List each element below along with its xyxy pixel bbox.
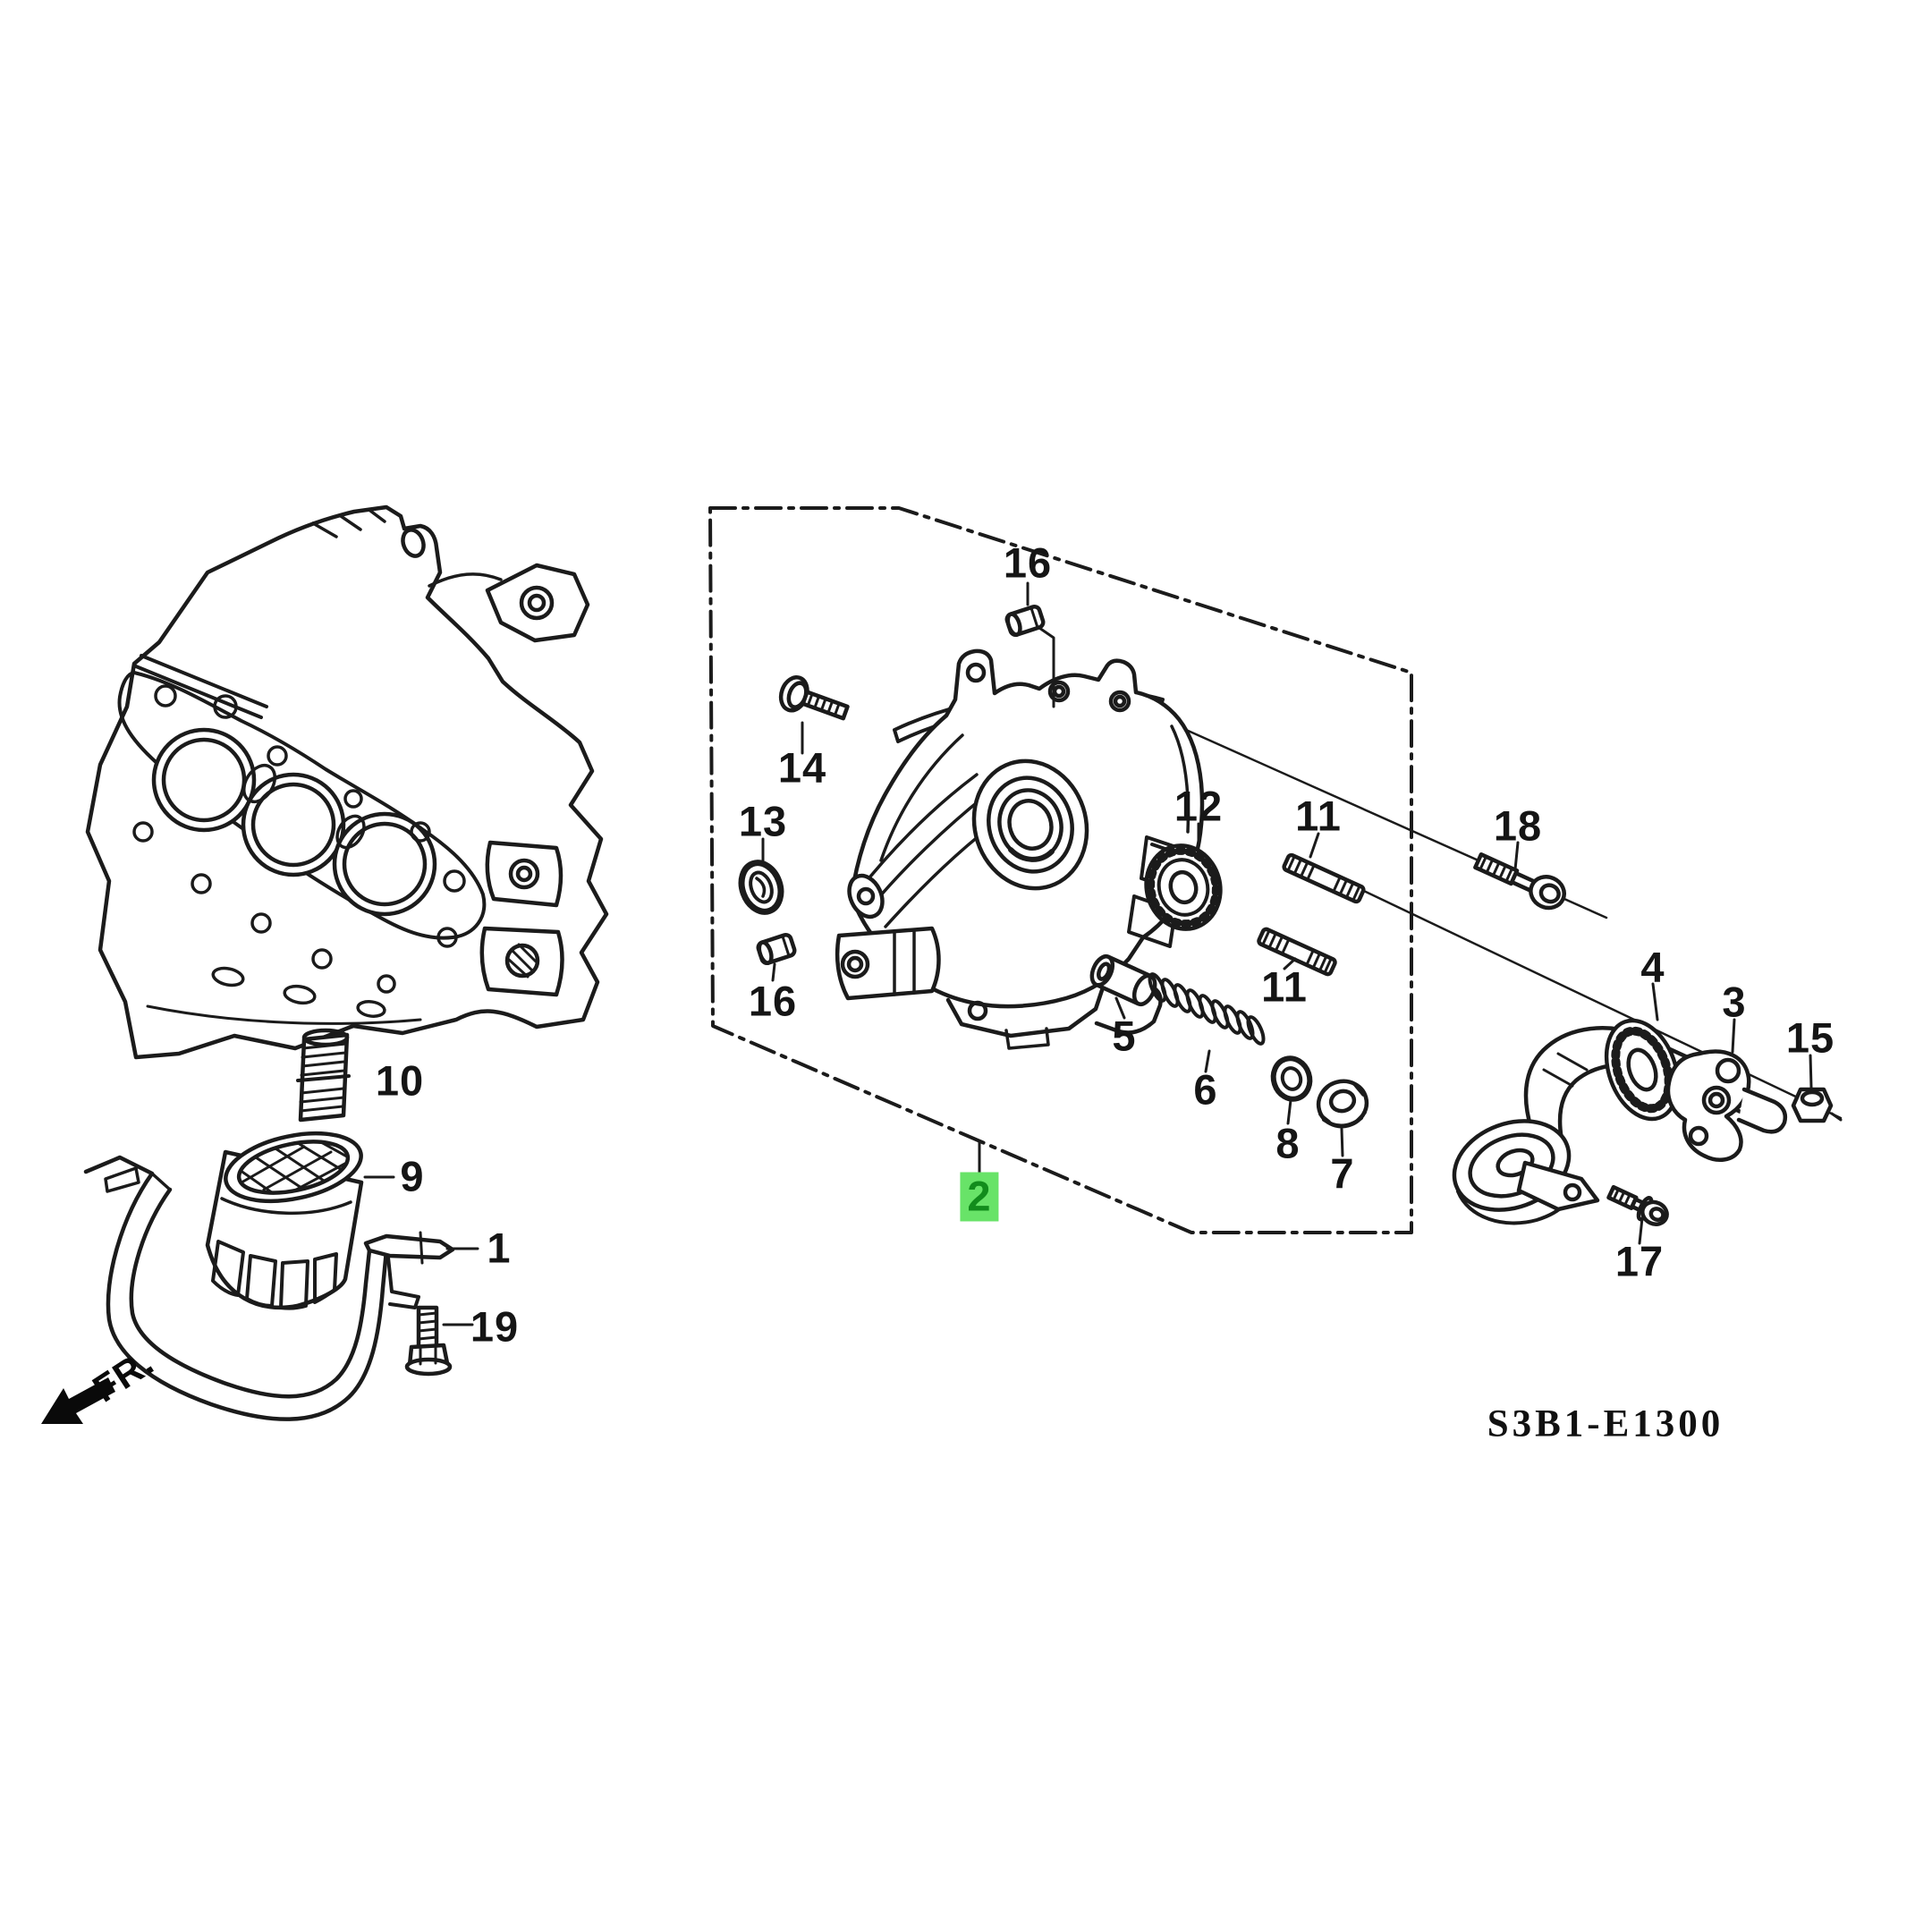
callout-8[interactable]: 8 <box>1275 1119 1301 1167</box>
callout-11-upper[interactable]: 11 <box>1295 792 1342 840</box>
callout-14[interactable]: 14 <box>777 743 827 792</box>
callout-11-lower[interactable]: 11 <box>1261 962 1308 1011</box>
oil-filter-group-drawing <box>83 1028 455 1421</box>
filter-fitting-10-drawing <box>296 1028 351 1123</box>
bolt-14-drawing <box>778 675 850 721</box>
callout-10[interactable]: 10 <box>375 1056 425 1105</box>
o-ring-13-drawing <box>738 860 784 915</box>
bolt-19-drawing <box>404 1305 453 1377</box>
callout-16-lower[interactable]: 16 <box>748 977 798 1025</box>
callout-16-top[interactable]: 16 <box>1003 538 1053 587</box>
dowel-pin-16-lower-drawing <box>756 933 797 965</box>
pump-assembly-boundary <box>708 506 1413 1234</box>
callout-17[interactable]: 17 <box>1614 1237 1665 1285</box>
oil-pump-assembly-drawing <box>835 648 1205 1050</box>
bolt-17-drawing <box>1606 1184 1669 1226</box>
flange-bolt-18-drawing <box>1473 852 1566 911</box>
callout-5[interactable]: 5 <box>1112 1012 1137 1060</box>
callout-4[interactable]: 4 <box>1640 943 1665 991</box>
callout-1[interactable]: 1 <box>487 1224 512 1272</box>
dowel-pin-16-top-drawing <box>1004 605 1046 637</box>
callout-15[interactable]: 15 <box>1785 1013 1835 1062</box>
sealing-nut-7-drawing <box>1316 1079 1369 1129</box>
oil-seal-12-drawing <box>1144 843 1223 931</box>
callout-19[interactable]: 19 <box>470 1302 520 1351</box>
relief-valve-piston-5-drawing <box>1089 953 1157 1007</box>
callout-13[interactable]: 13 <box>738 797 788 845</box>
callout-9[interactable]: 9 <box>400 1152 425 1200</box>
callout-12[interactable]: 12 <box>1174 782 1224 830</box>
oil-filter-9-drawing <box>205 1131 364 1310</box>
washer-8-drawing <box>1270 1055 1313 1102</box>
callout-2-highlighted[interactable]: 2 <box>960 1172 999 1222</box>
callout-18[interactable]: 18 <box>1493 801 1543 850</box>
relief-valve-spring-6-drawing <box>1148 972 1266 1046</box>
fr-direction-arrow-icon <box>41 1377 115 1424</box>
oil-pickup-tube-drawing <box>1452 1018 1843 1226</box>
callout-7[interactable]: 7 <box>1330 1149 1355 1198</box>
callout-3[interactable]: 3 <box>1722 978 1747 1026</box>
filter-bracket-1-drawing <box>83 1155 455 1421</box>
callout-6[interactable]: 6 <box>1193 1065 1218 1114</box>
engine-block-drawing <box>85 504 609 1060</box>
stud-bolt-11-lower-drawing <box>1257 927 1337 977</box>
stud-bolt-11-upper-drawing <box>1282 852 1366 904</box>
nut-15-drawing <box>1791 1087 1843 1123</box>
leader-lines <box>363 581 1813 1326</box>
diagram-code: S3B1-E1300 <box>1487 1402 1724 1445</box>
